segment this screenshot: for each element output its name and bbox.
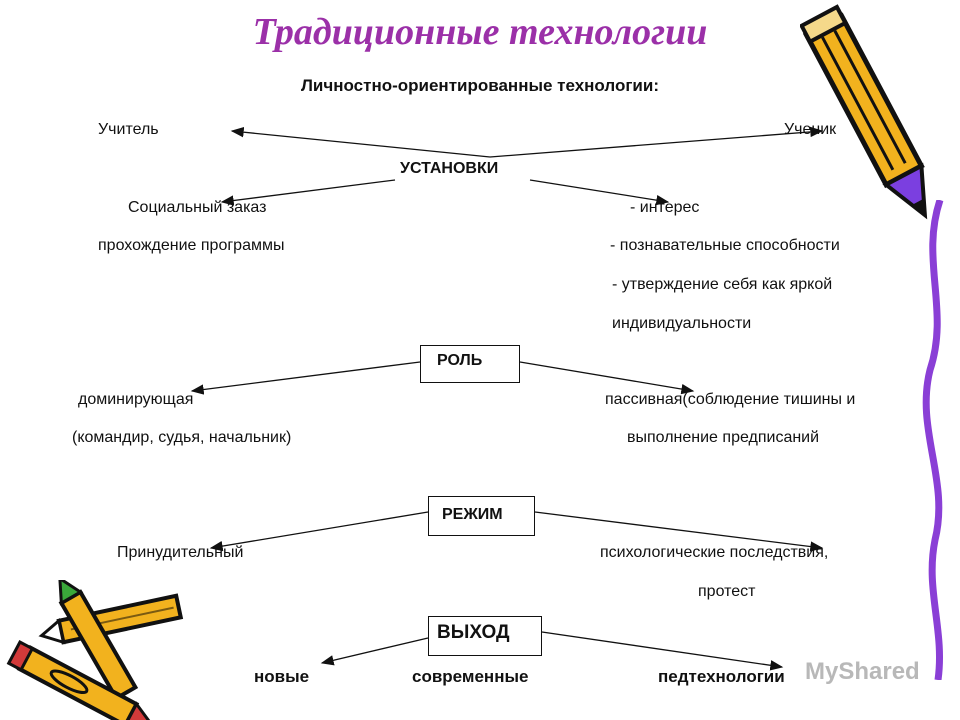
new-text: новые xyxy=(254,667,310,686)
self-assertion-text: - утверждение себя как яркой xyxy=(612,276,833,293)
teacher-label: Учитель xyxy=(98,121,159,138)
role-box: РОЛЬ xyxy=(420,345,520,383)
exit-box: ВЫХОД xyxy=(428,616,542,656)
page-title: Традиционные технологии xyxy=(252,11,708,53)
subtitle: Личностно-ориентированные технологии: xyxy=(300,76,659,95)
pencils-bottom-left-icon xyxy=(6,580,184,720)
arrow-to-interest xyxy=(529,179,670,206)
arrow-to-consequences xyxy=(534,511,824,552)
arrow-to-new xyxy=(320,637,429,666)
prescriptions-text: выполнение предписаний xyxy=(627,429,820,446)
arrow-to-forced xyxy=(209,511,429,552)
social-order-text: Социальный заказ xyxy=(128,199,267,216)
commander-text: (командир, судья, начальник) xyxy=(72,429,292,446)
program-text: прохождение программы xyxy=(98,237,285,254)
student-label: Ученик xyxy=(784,121,837,138)
modern-text: современные xyxy=(412,667,529,686)
arrow-to-dominant xyxy=(190,361,421,395)
watermark-logo: MyShared xyxy=(805,658,920,685)
mode-box: РЕЖИМ xyxy=(428,496,535,536)
cognitive-abilities-text: - познавательные способности xyxy=(610,237,840,254)
interest-text: - интерес xyxy=(630,199,700,216)
arrow-to-pedtech xyxy=(541,631,784,671)
arrow-to-social-order xyxy=(220,179,396,206)
protest-text: протест xyxy=(698,583,756,600)
installations-label: УСТАНОВКИ xyxy=(400,160,499,177)
arrow-to-student xyxy=(489,126,824,158)
individuality-text: индивидуальности xyxy=(612,315,752,332)
passive-text: пассивная(соблюдение тишины и xyxy=(605,391,856,408)
consequences-text: психологические последствия, xyxy=(600,544,829,561)
forced-text: Принудительный xyxy=(117,544,244,561)
pedtech-text: педтехнологии xyxy=(658,667,785,686)
arrow-to-teacher xyxy=(230,126,491,158)
pencil-top-right-icon xyxy=(800,4,928,220)
arrow-to-passive xyxy=(519,361,695,395)
purple-wavy-line-icon xyxy=(922,200,944,680)
dominant-text: доминирующая xyxy=(78,391,194,408)
